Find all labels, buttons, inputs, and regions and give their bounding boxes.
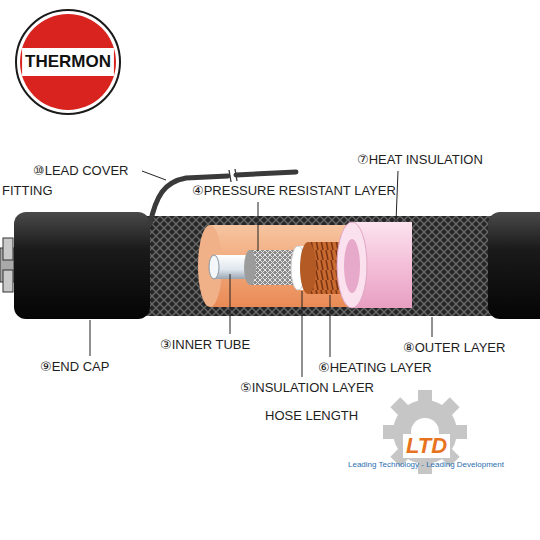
hex-nut	[3, 238, 13, 260]
leader-line	[90, 320, 91, 356]
callout-label: ③INNER TUBE	[160, 337, 250, 353]
leader-line	[302, 291, 303, 377]
callout-label: FITTING	[2, 183, 53, 199]
inner-tube-end	[209, 255, 219, 279]
leader-line	[230, 274, 231, 334]
leader-line	[258, 202, 259, 251]
callout-label: ⑧OUTER LAYER	[403, 340, 505, 356]
logo-ring	[16, 10, 120, 114]
end-cap-right	[488, 212, 540, 319]
callout-label: ⑦HEAT INSULATION	[357, 152, 483, 168]
braid-end	[244, 250, 256, 285]
callout-label: ⑤INSULATION LAYER	[240, 380, 374, 396]
cavity-edge	[198, 225, 222, 307]
logo-text: THERMON	[25, 52, 111, 72]
callout-label: ⑥HEATING LAYER	[318, 360, 432, 376]
callout-label: ⑩LEAD COVER	[33, 163, 128, 179]
callout-label: ⑨END CAP	[40, 359, 109, 375]
fitting	[0, 238, 14, 292]
leader-lines	[90, 171, 432, 377]
leader-line	[396, 171, 398, 222]
callout-label: ④PRESSURE RESISTANT LAYER	[192, 183, 396, 199]
coil-end	[300, 242, 316, 294]
logo-band	[22, 48, 114, 76]
logo-fill	[20, 14, 116, 110]
leader-line	[330, 295, 331, 357]
logo-badge: THERMON	[14, 8, 122, 116]
dimension-label: HOSE LENGTH	[265, 408, 358, 424]
end-cap-left	[14, 212, 150, 319]
leader-line	[432, 317, 433, 337]
logo-text: LTD	[403, 434, 450, 458]
insulation-bore	[344, 239, 360, 293]
outer-braid	[140, 216, 510, 316]
break-mark	[229, 169, 237, 182]
insulation-face	[337, 222, 367, 308]
hex-nut	[3, 270, 13, 292]
leader-line	[142, 171, 166, 180]
logo-tagline: Leading Technology - Leading Development	[348, 460, 504, 470]
